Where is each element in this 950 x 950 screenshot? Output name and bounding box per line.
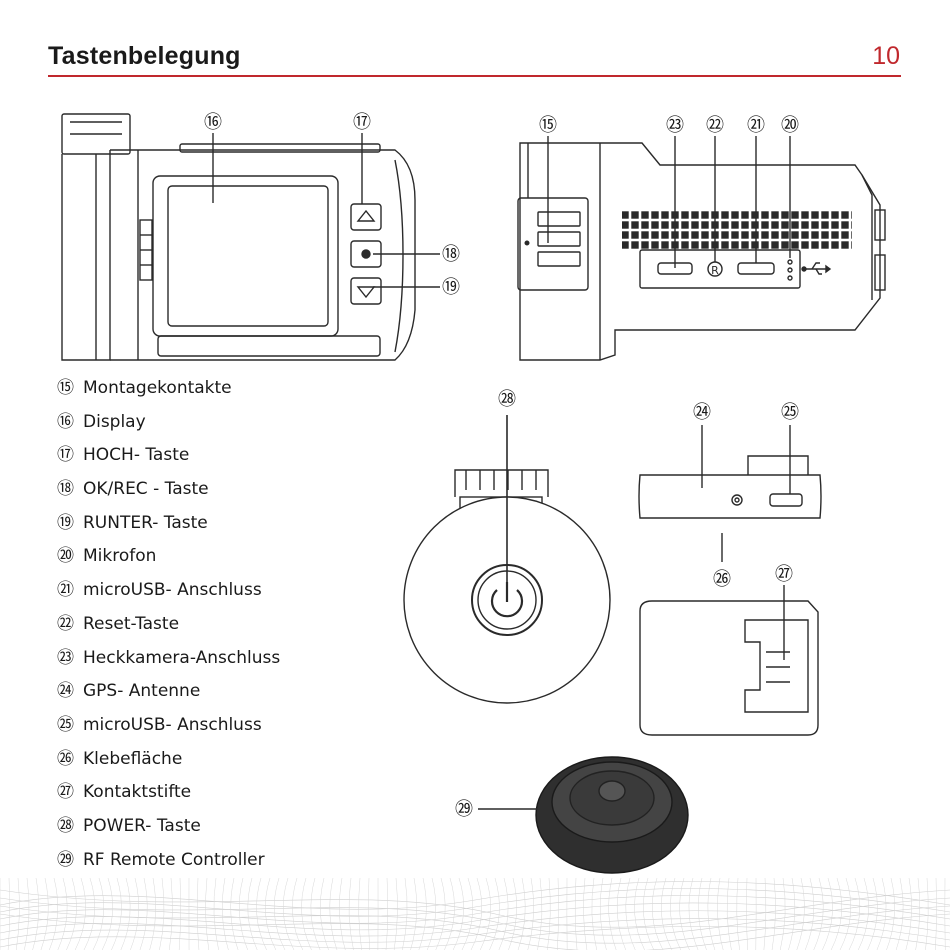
legend-item-number: ⑲ (57, 512, 74, 533)
legend-item-label: POWER- Taste (83, 815, 201, 836)
legend-item-label: RF Remote Controller (83, 849, 265, 870)
up-button (350, 203, 382, 231)
legend-item-number: ㉓ (57, 647, 74, 668)
camera-front-view (61, 113, 440, 361)
legend-item: ㉘ POWER- Taste (57, 811, 280, 845)
legend-item-label: Klebefläche (83, 748, 183, 769)
callout-26: ㉖ (713, 569, 731, 590)
ok-dot-icon (361, 249, 371, 259)
legend-item-label: HOCH- Taste (83, 445, 190, 466)
legend-item: ⑮ Montagekontakte (57, 373, 280, 407)
legend-item-label: RUNTER- Taste (83, 512, 208, 533)
legend-item-number: ㉒ (57, 613, 74, 634)
legend-item: ⑳ Mikrofon (57, 541, 280, 575)
callout-18: ⑱ (442, 244, 460, 265)
legend-item-label: Montagekontakte (83, 378, 232, 398)
callout-27: ㉗ (775, 564, 793, 585)
legend-item-label: Reset-Taste (83, 613, 180, 634)
legend-item-label: Heckkamera-Anschluss (83, 647, 281, 668)
gps-module-top (639, 585, 819, 736)
legend-item-number: ⑰ (57, 445, 74, 466)
callout-24: ㉔ (693, 402, 711, 423)
legend-item-label: GPS- Antenne (83, 681, 201, 702)
page-title: Tastenbelegung (48, 42, 241, 70)
legend-item-number: ㉔ (57, 681, 74, 702)
callout-21: ㉑ (747, 115, 765, 136)
legend-item-number: ㉙ (57, 849, 74, 870)
legend-item-number: ㉕ (57, 714, 74, 735)
callout-20: ⑳ (781, 115, 799, 136)
legend-item: ㉒ Reset-Taste (57, 609, 280, 643)
legend-item-label: Kontaktstifte (83, 782, 192, 803)
callout-29: ㉙ (455, 799, 473, 820)
legend-item-number: ⑳ (57, 546, 74, 567)
camera-side-view: R (517, 136, 886, 361)
legend-item: ㉖ Klebefläche (57, 744, 280, 778)
legend-item-label: microUSB- Anschluss (83, 714, 262, 735)
legend-item-number: ⑮ (57, 378, 74, 398)
legend-item: ㉓ Heckkamera-Anschluss (57, 643, 280, 677)
legend-item: ㉑ microUSB- Anschluss (57, 575, 280, 609)
up-triangle-icon (356, 209, 376, 222)
legend-item: ㉗ Kontaktstifte (57, 777, 280, 811)
legend-item-number: ㉖ (57, 748, 74, 769)
callout-16: ⑯ (204, 112, 222, 133)
mesh-verticals (0, 877, 946, 950)
legend-item-number: ㉘ (57, 815, 74, 836)
down-button (350, 277, 382, 305)
callout-28: ㉘ (498, 389, 516, 410)
legend-item-label: Display (83, 411, 146, 432)
legend-item-label: microUSB- Anschluss (83, 580, 262, 601)
legend-item-number: ⑯ (57, 411, 74, 432)
legend-item: ⑱ OK/REC - Taste (57, 474, 280, 508)
mount-diagram (403, 415, 611, 704)
legend-list: ⑮ Montagekontakte ⑯ Display ⑰ HOCH- Taste ⑱ OK/… (57, 373, 280, 878)
legend-item-number: ⑱ (57, 479, 74, 500)
legend-item-number: ㉗ (57, 782, 74, 803)
legend-item-label: Mikrofon (83, 546, 157, 567)
legend-item: ⑯ Display (57, 407, 280, 441)
reset-icon: R (711, 264, 719, 277)
callout-17: ⑰ (353, 112, 371, 133)
legend-item-label: OK/REC - Taste (83, 479, 209, 500)
gps-module-side (638, 425, 822, 562)
callout-23: ㉓ (666, 115, 684, 136)
legend-item: ㉕ microUSB- Anschluss (57, 710, 280, 744)
callout-15: ⑮ (539, 115, 557, 136)
legend-item: ⑰ HOCH- Taste (57, 440, 280, 474)
legend-item: ㉙ RF Remote Controller (57, 845, 280, 879)
header-divider (48, 75, 901, 77)
callout-22: ㉒ (706, 115, 724, 136)
decorative-mesh-footer (0, 881, 950, 950)
callout-19: ⑲ (442, 277, 460, 298)
legend-item: ㉔ GPS- Antenne (57, 676, 280, 710)
remote-controller-diagram (478, 756, 689, 874)
callout-25: ㉕ (781, 402, 799, 423)
page-number: 10 (872, 42, 900, 70)
down-triangle-icon (356, 286, 376, 299)
legend-item: ⑲ RUNTER- Taste (57, 508, 280, 542)
usb-icon (801, 262, 832, 275)
legend-item-number: ㉑ (57, 580, 74, 601)
